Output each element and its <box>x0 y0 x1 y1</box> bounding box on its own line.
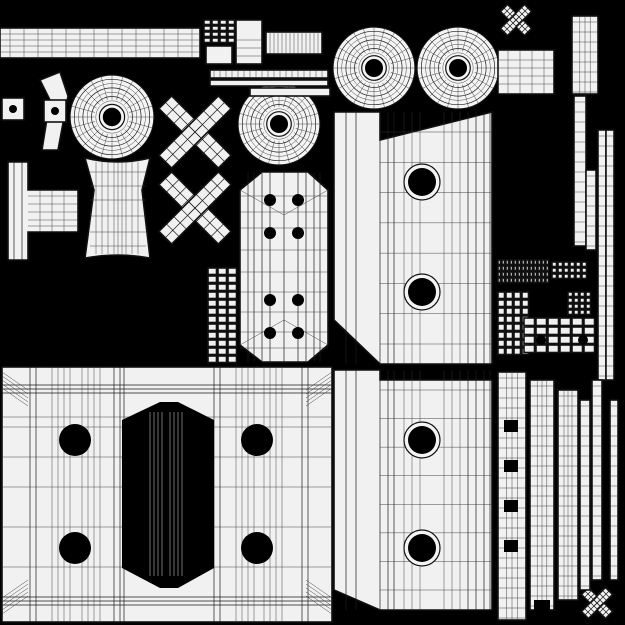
tile-cluster <box>567 291 592 316</box>
column-island <box>609 399 619 581</box>
column-island <box>529 379 555 611</box>
washer-islands <box>69 26 500 166</box>
washer <box>332 26 416 110</box>
bolt-hole <box>578 335 588 345</box>
column-island <box>497 371 527 621</box>
center-slot <box>122 402 214 588</box>
cross-island <box>157 170 233 246</box>
top-right-block <box>497 49 555 95</box>
column-island <box>597 129 607 381</box>
strip-cluster <box>497 259 550 284</box>
column-island <box>571 15 599 95</box>
tile-cluster <box>551 261 588 280</box>
plate-hole <box>59 424 91 456</box>
plate-hole <box>241 532 273 564</box>
column-island <box>579 399 591 591</box>
column-island <box>557 389 579 601</box>
plate-hole <box>59 532 91 564</box>
washer <box>237 82 321 166</box>
tile-cluster <box>207 267 238 364</box>
column-island <box>591 379 603 581</box>
tall-panel-upper <box>333 110 493 365</box>
column-island <box>605 129 615 381</box>
top-strip-islands <box>0 19 331 97</box>
bolt-hole <box>536 335 546 345</box>
tile-cluster <box>203 19 236 44</box>
cross-island <box>499 3 533 37</box>
cross-islands <box>157 3 614 620</box>
cross-island <box>157 94 233 170</box>
column-island <box>573 95 587 247</box>
left-small-islands <box>1 70 79 261</box>
washer <box>416 26 500 110</box>
bottom-plate-island <box>1 366 333 623</box>
washer <box>69 74 155 160</box>
small-cluster-islands <box>203 19 596 364</box>
plate-hole <box>241 424 273 456</box>
sleeve-island <box>83 156 152 259</box>
right-column-islands <box>497 15 619 621</box>
column-island <box>585 169 597 251</box>
tall-panel-lower <box>333 369 493 611</box>
mid-bracket-island <box>239 171 329 363</box>
